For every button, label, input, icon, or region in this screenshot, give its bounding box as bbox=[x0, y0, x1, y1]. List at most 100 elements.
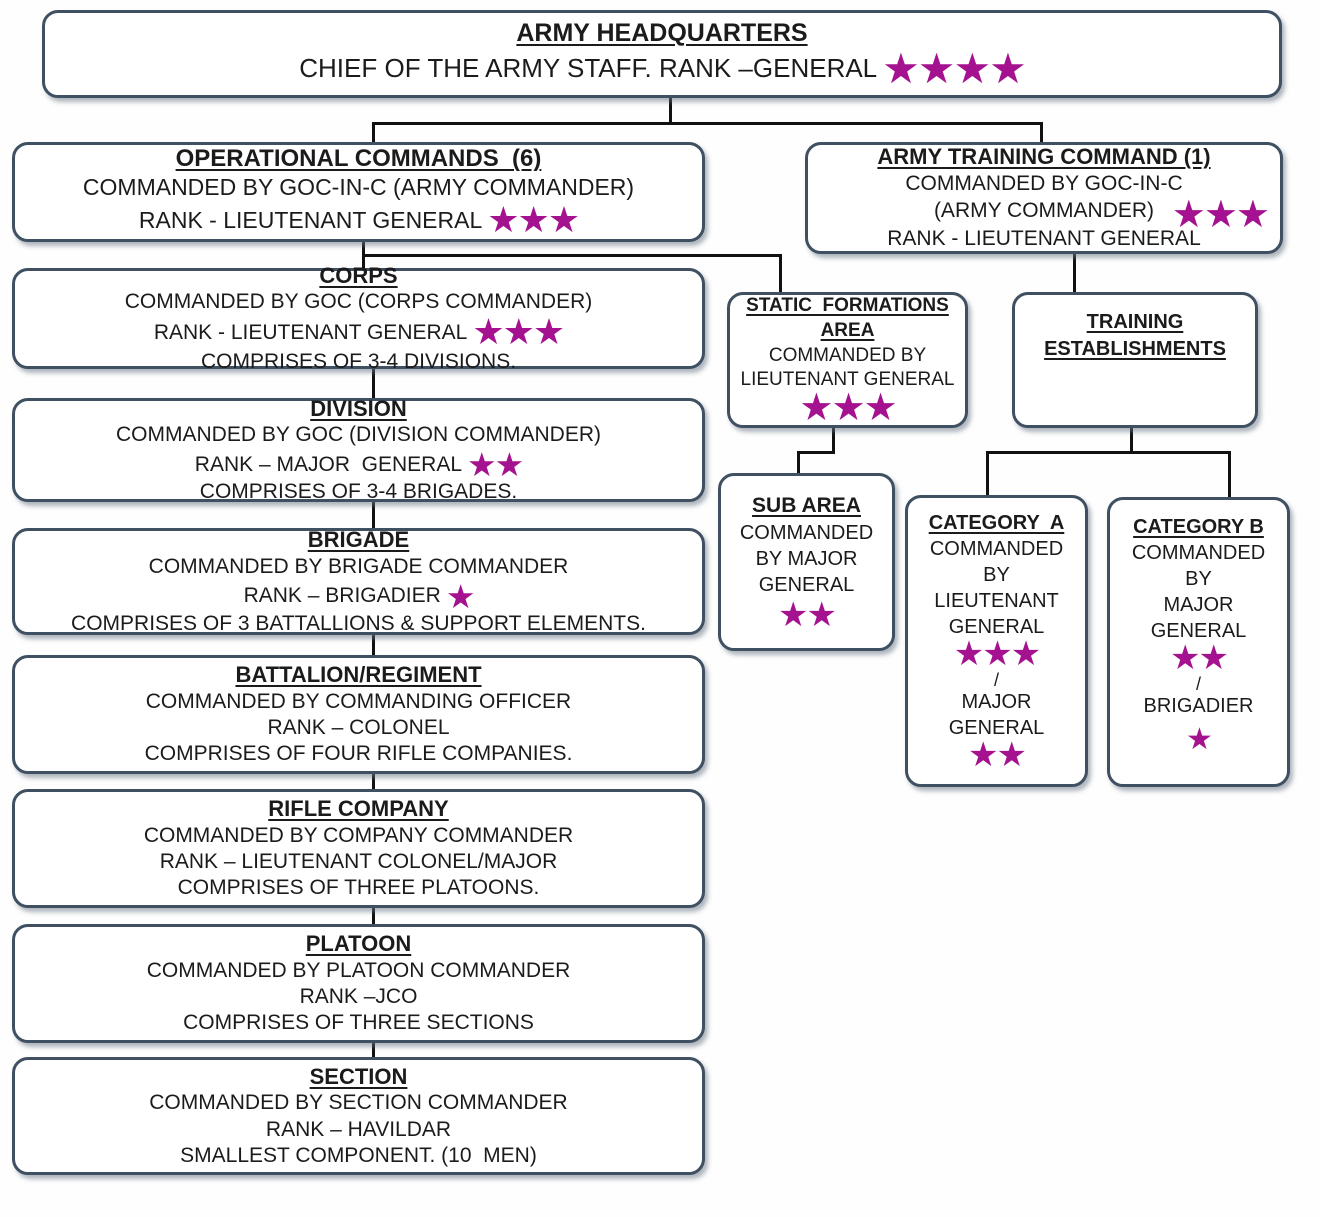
box-sub-area: SUB AREA COMMANDED BY MAJOR GENERAL ★★ bbox=[718, 473, 895, 651]
one-star-rank-icon: ★ bbox=[445, 576, 476, 616]
division-rank-text: RANK – MAJOR GENERAL bbox=[194, 452, 463, 476]
category-b-line-4: GENERAL bbox=[1150, 620, 1247, 642]
connector-te-split-horizontal bbox=[986, 451, 1231, 454]
brigade-line-2: RANK – BRIGADIER ★ bbox=[243, 576, 476, 616]
connector-platoon-section bbox=[372, 1043, 375, 1058]
division-line-1: COMMANDED BY GOC (DIVISION COMMANDER) bbox=[116, 423, 601, 446]
connector-brigade-battalion bbox=[372, 635, 375, 655]
category-a-line-6: GENERAL bbox=[948, 717, 1045, 739]
connector-te-stub bbox=[1130, 428, 1133, 454]
rifle-company-line-2: RANK – LIEUTENANT COLONEL/MAJOR bbox=[159, 850, 558, 874]
category-b-line-1: COMMANDED bbox=[1131, 542, 1266, 564]
sub-area-title: SUB AREA bbox=[752, 494, 861, 518]
army-hq-chief-text: CHIEF OF THE ARMY STAFF. RANK –GENERAL bbox=[299, 53, 878, 83]
three-star-rank-icon: ★★★ bbox=[953, 634, 1041, 674]
sub-area-line-3: GENERAL bbox=[758, 573, 855, 596]
training-establishments-title-2: ESTABLISHMENTS bbox=[1044, 338, 1226, 360]
box-division: DIVISION COMMANDED BY GOC (DIVISION COMM… bbox=[12, 395, 705, 504]
army-training-command-line-3: RANK - LIEUTENANT GENERAL bbox=[887, 226, 1201, 250]
two-star-rank-icon: ★★ bbox=[968, 735, 1027, 775]
rifle-company-line-1: COMMANDED BY COMPANY COMMANDER bbox=[143, 823, 574, 847]
army-hq-line: CHIEF OF THE ARMY STAFF. RANK –GENERAL ★… bbox=[299, 43, 1027, 93]
three-star-rank-icon: ★★★ bbox=[799, 384, 897, 429]
one-star-rank-icon: ★ bbox=[1186, 722, 1213, 757]
section-line-3: SMALLEST COMPONENT. (10 MEN) bbox=[180, 1143, 537, 1167]
connector-to-category-a bbox=[986, 451, 989, 495]
army-training-command-title: ARMY TRAINING COMMAND (1) bbox=[877, 144, 1211, 170]
army-training-command-line-1: COMMANDED BY GOC-IN-C bbox=[905, 172, 1183, 196]
category-a-separator: / bbox=[993, 670, 999, 690]
category-a-line-2: BY bbox=[983, 564, 1010, 586]
category-b-line-5: BRIGADIER bbox=[1143, 695, 1254, 717]
division-line-3: COMPRISES OF 3-4 BRIGADES. bbox=[199, 480, 518, 504]
connector-atc-to-training-establishments bbox=[1073, 252, 1076, 292]
three-star-rank-icon: ★★★ bbox=[472, 312, 565, 354]
category-b-line-3: MAJOR bbox=[1163, 594, 1234, 616]
box-corps: CORPS COMMANDED BY GOC (CORPS COMMANDER)… bbox=[12, 263, 705, 373]
division-title: DIVISION bbox=[310, 395, 407, 421]
connector-hq-split-horizontal bbox=[372, 122, 1043, 125]
army-hq-title: ARMY HEADQUARTERS bbox=[516, 18, 808, 47]
brigade-line-1: COMMANDED BY BRIGADE COMMANDER bbox=[148, 554, 569, 578]
corps-title: CORPS bbox=[319, 262, 398, 288]
connector-to-category-b bbox=[1228, 451, 1231, 497]
connector-to-operational-commands bbox=[372, 124, 375, 142]
corps-line-3: COMPRISES OF 3-4 DIVISIONS. bbox=[200, 350, 517, 374]
connector-division-brigade bbox=[372, 502, 375, 528]
box-brigade: BRIGADE COMMANDED BY BRIGADE COMMANDER R… bbox=[12, 527, 705, 635]
static-formations-title-1: STATIC FORMATIONS bbox=[746, 295, 949, 317]
operational-commands-rank-text: RANK - LIEUTENANT GENERAL bbox=[138, 207, 483, 233]
operational-commands-line-2: RANK - LIEUTENANT GENERAL ★★★ bbox=[138, 199, 580, 241]
box-training-establishments: TRAINING ESTABLISHMENTS bbox=[1012, 292, 1258, 428]
connector-to-sub-area bbox=[797, 451, 800, 473]
static-formations-line-1: COMMANDED BY bbox=[768, 344, 927, 366]
connector-corps-division bbox=[372, 369, 375, 398]
connector-battalion-rifle-company bbox=[372, 774, 375, 790]
box-section: SECTION COMMANDED BY SECTION COMMANDER R… bbox=[12, 1057, 705, 1175]
category-a-line-4: GENERAL bbox=[948, 616, 1045, 638]
connector-rifle-company-platoon bbox=[372, 908, 375, 925]
three-star-rank-icon: ★★★ bbox=[487, 199, 580, 241]
connector-hq-stub bbox=[669, 98, 672, 124]
battalion-title: BATTALION/REGIMENT bbox=[235, 662, 482, 688]
box-category-b: CATEGORY B COMMANDED BY MAJOR GENERAL ★★… bbox=[1107, 497, 1290, 787]
category-a-line-3: LIEUTENANT bbox=[934, 590, 1059, 612]
category-a-line-1: COMMANDED bbox=[929, 538, 1064, 560]
brigade-rank-text: RANK – BRIGADIER bbox=[243, 584, 441, 608]
box-rifle-company: RIFLE COMPANY COMMANDED BY COMPANY COMMA… bbox=[12, 789, 705, 908]
connector-to-static-formations bbox=[779, 256, 782, 292]
operational-commands-title: OPERATIONAL COMMANDS (6) bbox=[175, 145, 542, 173]
two-star-rank-icon: ★★ bbox=[778, 594, 837, 635]
section-line-1: COMMANDED BY SECTION COMMANDER bbox=[149, 1091, 568, 1115]
battalion-line-2: RANK – COLONEL bbox=[267, 716, 450, 740]
box-operational-commands: OPERATIONAL COMMANDS (6) COMMANDED BY GO… bbox=[12, 142, 705, 242]
operational-commands-line-1: COMMANDED BY GOC-IN-C (ARMY COMMANDER) bbox=[82, 174, 635, 201]
category-a-line-5: MAJOR bbox=[961, 691, 1032, 713]
corps-rank-text: RANK - LIEUTENANT GENERAL bbox=[153, 321, 468, 345]
connector-static-sub-horizontal bbox=[797, 451, 835, 454]
section-line-2: RANK – HAVILDAR bbox=[265, 1117, 452, 1141]
corps-line-1: COMMANDED BY GOC (CORPS COMMANDER) bbox=[124, 290, 593, 313]
category-b-separator: / bbox=[1195, 674, 1201, 694]
category-a-title: CATEGORY A bbox=[928, 512, 1065, 534]
four-star-rank-icon: ★★★★ bbox=[882, 43, 1027, 93]
category-b-line-2: BY bbox=[1185, 568, 1212, 590]
three-star-rank-icon: ★★★ bbox=[1171, 192, 1270, 236]
rifle-company-title: RIFLE COMPANY bbox=[268, 796, 449, 822]
two-star-rank-icon: ★★ bbox=[1170, 638, 1229, 678]
training-establishments-title-1: TRAINING bbox=[1086, 311, 1184, 333]
connector-static-stub bbox=[832, 428, 835, 454]
two-star-rank-icon: ★★ bbox=[467, 445, 524, 485]
battalion-line-3: COMPRISES OF FOUR RIFLE COMPANIES. bbox=[144, 742, 573, 766]
brigade-line-3: COMPRISES OF 3 BATTALLIONS & SUPPORT ELE… bbox=[71, 611, 646, 635]
platoon-line-3: COMPRISES OF THREE SECTIONS bbox=[183, 1011, 534, 1035]
connector-to-army-training-command bbox=[1040, 124, 1043, 142]
connector-oc-static-horizontal bbox=[362, 254, 782, 257]
static-formations-line-2: LIEUTENANT GENERAL bbox=[740, 369, 955, 391]
category-b-title: CATEGORY B bbox=[1133, 516, 1264, 538]
static-formations-title-2: AREA bbox=[820, 319, 875, 341]
sub-area-line-2: BY MAJOR bbox=[755, 547, 858, 570]
box-platoon: PLATOON COMMANDED BY PLATOON COMMANDER R… bbox=[12, 924, 705, 1043]
battalion-line-1: COMMANDED BY COMMANDING OFFICER bbox=[145, 689, 572, 713]
